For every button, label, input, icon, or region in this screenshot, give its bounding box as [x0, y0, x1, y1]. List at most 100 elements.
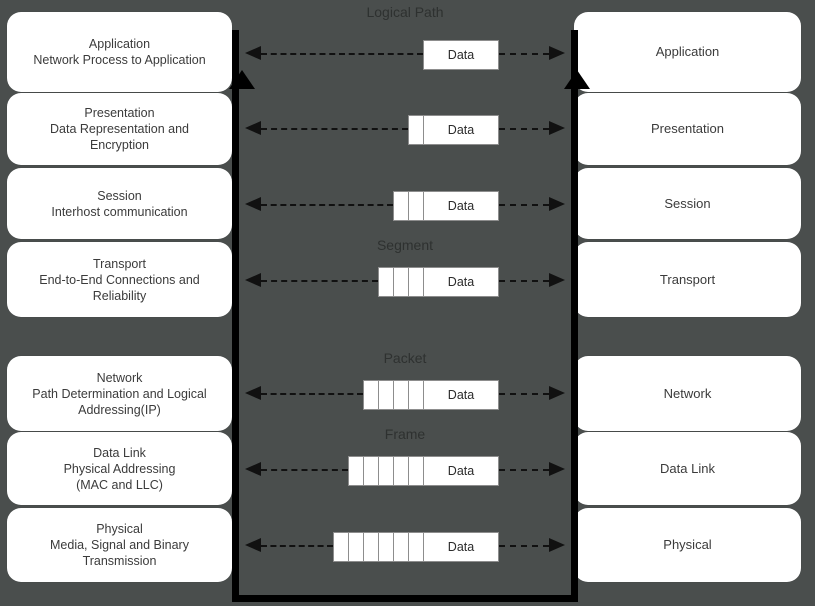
layer-subtitle: Path Determination and Logical [32, 386, 207, 401]
right-layer-box-network[interactable]: Network [574, 356, 801, 431]
layer-title: Data Link [93, 445, 146, 460]
right-layer-box-presentation[interactable]: Presentation [574, 93, 801, 165]
dashed-line-right [499, 393, 549, 395]
arrow-right-icon [549, 386, 565, 400]
pdu-header-cell [363, 532, 378, 562]
dashed-line-left [261, 128, 408, 130]
pdu-header-cell [393, 456, 408, 486]
pdu-row-0: Data [245, 32, 565, 76]
arrow-right-icon [549, 121, 565, 135]
pdu-header-cell [378, 532, 393, 562]
layer-title: Physical [663, 537, 712, 552]
pdu-block-group: Data [378, 267, 499, 297]
pdu-data-cell: Data [423, 40, 499, 70]
layer-title: Network [96, 370, 143, 385]
pdu-header-cell [363, 456, 378, 486]
pdu-header-cell [408, 267, 423, 297]
pdu-data-cell: Data [423, 456, 499, 486]
arrow-right-icon [549, 273, 565, 287]
pdu-header-cell [393, 267, 408, 297]
pdu-label: Packet [383, 350, 427, 366]
pdu-header-cell [393, 191, 408, 221]
arrow-left-icon [245, 538, 261, 552]
pdu-header-cell [393, 380, 408, 410]
pdu-header-cell [408, 532, 423, 562]
arrow-right-icon [549, 197, 565, 211]
pdu-header-cell [408, 456, 423, 486]
layer-subtitle-2: Reliability [92, 288, 147, 303]
arrow-left-icon [245, 46, 261, 60]
dashed-line-right [499, 469, 549, 471]
logical-path-title: Logical Path [366, 4, 444, 20]
layer-subtitle: Physical Addressing [63, 461, 176, 476]
arrow-right-icon [549, 538, 565, 552]
layer-subtitle-2: Transmission [82, 554, 157, 568]
arrow-left-icon [245, 386, 261, 400]
pdu-row-6: Data [245, 524, 565, 568]
layer-subtitle-2: (MAC and LLC) [76, 477, 163, 492]
right-layer-box-physical[interactable]: Physical [574, 508, 801, 582]
pdu-block-group: Data [393, 191, 499, 221]
layer-title: Presentation [84, 106, 155, 120]
layer-title: Session [664, 195, 711, 211]
pdu-header-cell [408, 115, 423, 145]
dashed-line-left [261, 204, 393, 206]
arrow-left-icon [245, 462, 261, 476]
right-layer-box-session[interactable]: Session [574, 168, 801, 239]
arrow-left-icon [245, 197, 261, 211]
dashed-line-left [261, 545, 333, 547]
arrow-left-icon [245, 273, 261, 287]
layer-subtitle: Network Process to Application [33, 53, 206, 67]
pdu-header-cell [363, 380, 378, 410]
pdu-header-cell [393, 532, 408, 562]
layer-title: Session [97, 188, 142, 203]
pdu-data-cell: Data [423, 267, 499, 297]
layer-title: Transport [659, 271, 716, 287]
pdu-block-group: Data [423, 40, 499, 70]
pdu-block-group: Data [333, 532, 499, 562]
layer-title: Application [655, 44, 720, 59]
pdu-header-cell [378, 267, 393, 297]
right-layer-box-data-link[interactable]: Data Link [574, 432, 801, 505]
layer-subtitle-2: Encryption [89, 138, 150, 152]
pdu-header-cell [333, 532, 348, 562]
dashed-line-left [261, 469, 348, 471]
dashed-line-left [261, 393, 363, 395]
pdu-row-1: Data [245, 107, 565, 151]
dashed-line-right [499, 545, 549, 547]
pdu-data-cell: Data [423, 115, 499, 145]
pdu-header-cell [378, 456, 393, 486]
layer-subtitle: End-to-End Connections and [39, 272, 200, 287]
layer-title: Application [88, 37, 151, 51]
arrow-right-icon [549, 46, 565, 60]
right-layer-box-transport[interactable]: Transport [574, 242, 801, 317]
layer-title: Data Link [660, 460, 715, 476]
dashed-line-left [261, 280, 378, 282]
pdu-header-cell [348, 456, 363, 486]
up-arrow-right-icon [564, 70, 590, 89]
pdu-block-group: Data [363, 380, 499, 410]
pdu-label: Frame [384, 426, 426, 442]
pdu-row-2: Data [245, 183, 565, 227]
dashed-line-left [261, 53, 423, 55]
pdu-data-cell: Data [423, 380, 499, 410]
pdu-header-cell [408, 191, 423, 221]
layer-subtitle: Data Representation and [50, 122, 189, 136]
pdu-header-cell [408, 380, 423, 410]
pdu-block-group: Data [348, 456, 499, 486]
pdu-data-cell: Data [423, 532, 499, 562]
pdu-block-group: Data [408, 115, 499, 145]
pdu-data-cell: Data [423, 191, 499, 221]
right-layer-box-application[interactable]: Application [574, 12, 801, 92]
layer-title: Presentation [651, 121, 724, 136]
